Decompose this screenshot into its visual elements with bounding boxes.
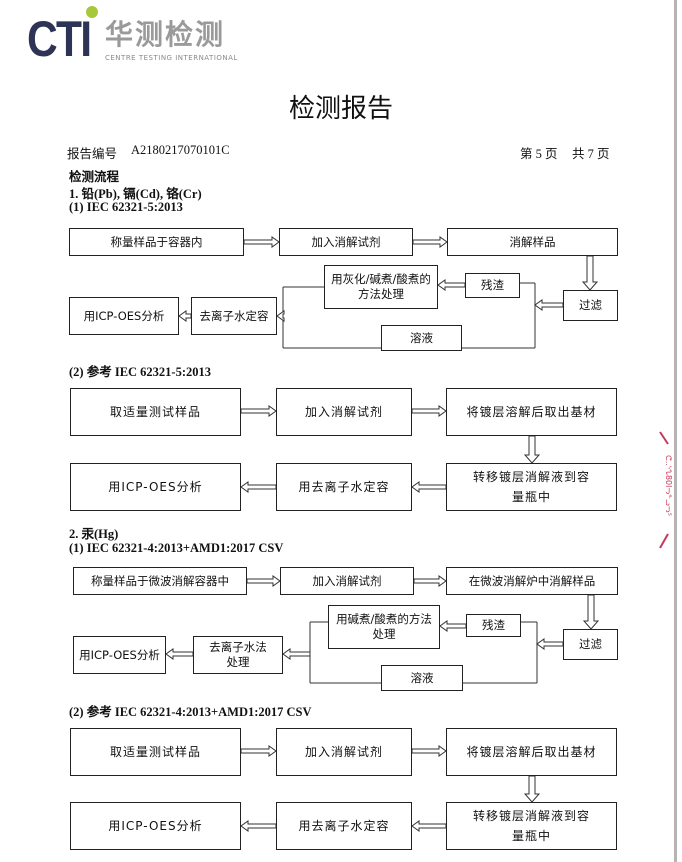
arrow-icon <box>411 405 447 417</box>
flow-box: 用去离子水定容 <box>276 463 412 511</box>
arrow-icon <box>282 648 311 660</box>
flow-box: 溶液 <box>381 325 462 351</box>
arrow-icon <box>523 775 541 803</box>
logo-chinese: 华测检测 <box>105 18 226 51</box>
flow-box: 加入消解试剂 <box>276 728 412 776</box>
flow-box: 溶液 <box>381 665 463 691</box>
page-edge <box>674 0 677 862</box>
flow-box: 加入消解试剂 <box>276 388 412 436</box>
logo-mark: CTI <box>27 11 92 67</box>
arrow-icon <box>534 299 564 311</box>
flow-box: 消解样品 <box>447 228 618 256</box>
arrow-icon <box>240 481 277 493</box>
heading-hg: 2. 汞(Hg) <box>69 527 119 541</box>
flow-box: 将镀层溶解后取出基材 <box>446 388 617 436</box>
flow-box: 在微波消解炉中消解样品 <box>446 567 618 595</box>
arrow-icon <box>412 236 448 248</box>
flow-box: 过滤 <box>563 629 618 660</box>
arrow-icon <box>165 648 194 660</box>
flow-box: 去离子水定容 <box>191 297 277 335</box>
arrow-icon <box>582 594 600 630</box>
subheading-3: (1) IEC 62321-4:2013+AMD1:2017 CSV <box>69 541 284 555</box>
subheading-2: (2) 参考 IEC 62321-5:2013 <box>69 365 212 379</box>
flow-box: 残渣 <box>465 273 520 298</box>
arrow-icon <box>276 310 285 322</box>
arrow-icon <box>581 255 599 291</box>
heading-pb-cd-cr: 1. 铅(Pb), 镉(Cd), 铬(Cr) <box>69 187 202 201</box>
document-title: 检测报告 <box>288 94 393 124</box>
flow-box: 加入消解试剂 <box>280 567 414 595</box>
arrow-icon <box>413 575 447 587</box>
flow-box: 用ICP-OES分析 <box>69 297 179 335</box>
page-total: 共 7 页 <box>572 147 610 161</box>
flow-box: 用灰化/碱煮/酸煮的方法处理 <box>324 265 438 309</box>
arrow-icon <box>243 236 280 248</box>
page-number: 第 5 页 <box>520 147 558 161</box>
flow-box: 转移镀层消解液到容量瓶中 <box>446 802 617 850</box>
flow-box: 过滤 <box>563 290 618 321</box>
arrow-icon <box>439 620 467 632</box>
flow-box: 用ICP-OES分析 <box>73 636 166 674</box>
subheading-1: (1) IEC 62321-5:2013 <box>69 200 183 214</box>
arrow-icon <box>246 575 281 587</box>
flow-box: 将镀层溶解后取出基材 <box>446 728 617 776</box>
arrow-icon <box>240 820 277 832</box>
flow-box: 用碱煮/酸煮的方法处理 <box>328 605 440 649</box>
report-number: A2180217070101C <box>131 143 230 157</box>
subheading-4: (2) 参考 IEC 62321-4:2013+AMD1:2017 CSV <box>69 705 312 719</box>
arrow-icon <box>411 820 447 832</box>
flow-box: 用ICP-OES分析 <box>70 802 241 850</box>
arrow-icon <box>240 745 277 757</box>
flow-box: 去离子水法处理 <box>193 636 283 674</box>
logo-english: CENTRE TESTING INTERNATIONAL <box>105 54 238 62</box>
flow-box: 残渣 <box>466 614 521 637</box>
flow-box: 取适量测试样品 <box>70 388 241 436</box>
report-number-label: 报告编号 <box>67 147 118 161</box>
flow-box: 取适量测试样品 <box>70 728 241 776</box>
arrow-icon <box>411 745 447 757</box>
arrow-icon <box>240 405 277 417</box>
arrow-icon <box>411 481 447 493</box>
flow-box: 用ICP-OES分析 <box>70 463 241 511</box>
arrow-icon <box>437 279 466 291</box>
arrow-icon <box>523 435 541 464</box>
flow-box: 加入消解试剂 <box>279 228 413 256</box>
flow-box: 称量样品于容器内 <box>69 228 244 256</box>
section-title: 检测流程 <box>69 170 120 184</box>
flow-box: 用去离子水定容 <box>276 802 412 850</box>
arrow-icon <box>536 638 564 650</box>
arrow-icon <box>178 310 192 322</box>
flow-box: 转移镀层消解液到容量瓶中 <box>446 463 617 511</box>
logo-dot <box>86 6 98 18</box>
svg-text:ᕦ..ᔅᔐ80lᓓᓐᓗᓓᔆ: ᕦ..ᔅᔐ80lᓓᓐᓗᓓᔆ <box>664 455 673 516</box>
partial-stamp: ᕦ..ᔅᔐ80lᓓᓐᓗᓓᔆ <box>659 431 673 549</box>
flow-box: 称量样品于微波消解容器中 <box>73 567 247 595</box>
